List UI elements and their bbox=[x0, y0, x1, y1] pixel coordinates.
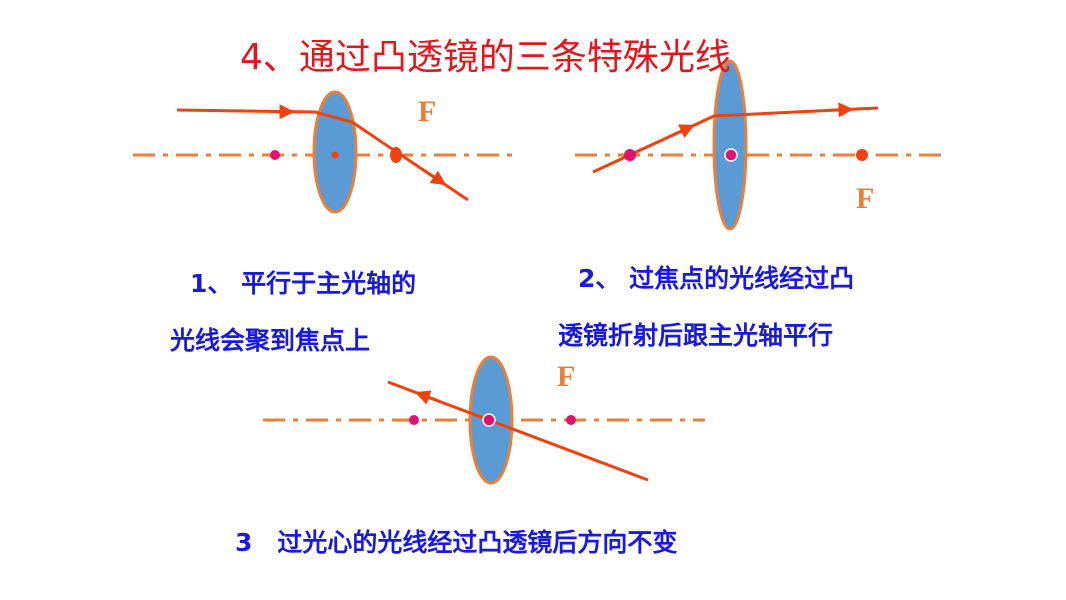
focal-point-left bbox=[624, 149, 636, 161]
focus-label: F bbox=[856, 182, 875, 215]
focal-point-left bbox=[409, 415, 419, 425]
ray-arrow bbox=[414, 390, 441, 405]
focal-point-left bbox=[270, 150, 280, 160]
focal-point-right bbox=[566, 415, 576, 425]
optical-center bbox=[724, 148, 738, 162]
caption-2-line-1: 2、 过焦点的光线经过凸 bbox=[578, 264, 855, 293]
slide-title: 4、通过凸透镜的三条特殊光线 bbox=[240, 37, 731, 78]
diagram-parallel-ray bbox=[133, 90, 520, 214]
focus-label: F bbox=[557, 360, 576, 393]
diagram-center-ray bbox=[263, 355, 705, 485]
caption-1-line-2: 光线会聚到焦点上 bbox=[170, 326, 371, 355]
focal-point-right bbox=[856, 149, 868, 161]
focus-label: F bbox=[418, 95, 437, 128]
ray-arrow bbox=[671, 124, 695, 138]
light-ray bbox=[176, 108, 469, 202]
diagram-focus-ray bbox=[575, 59, 948, 231]
optical-center bbox=[331, 151, 339, 159]
convex-lens bbox=[712, 59, 748, 231]
caption-2-line-2: 透镜折射后跟主光轴平行 bbox=[558, 321, 834, 350]
ray-arrow bbox=[424, 169, 447, 186]
optical-center bbox=[482, 413, 496, 427]
caption-1-line-1: 1、 平行于主光轴的 bbox=[190, 269, 417, 298]
ray-arrow bbox=[829, 102, 854, 118]
caption-3: 3 过光心的光线经过凸透镜后方向不变 bbox=[235, 528, 678, 557]
